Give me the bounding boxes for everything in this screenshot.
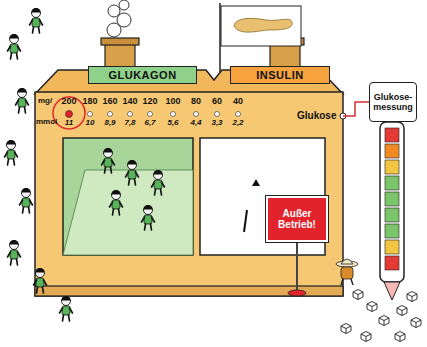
meter-segment: [385, 144, 399, 158]
person-figure: [16, 88, 29, 113]
scale-value: 200: [61, 97, 76, 106]
sugar-cube: [367, 302, 377, 312]
person-figure: [110, 190, 123, 215]
person-figure: [8, 240, 21, 265]
sugar-cube: [341, 324, 351, 334]
scale-value: 6,7: [144, 119, 155, 127]
warning-sign: Außer Betrieb!: [266, 196, 328, 242]
scale-value: 4,4: [190, 119, 201, 127]
worker-hat: [341, 259, 353, 264]
scale-value: 160: [102, 97, 117, 106]
sign-post: [296, 240, 298, 292]
scale-value: 10: [86, 119, 95, 127]
chimney-cap: [101, 38, 139, 45]
person-figure: [8, 34, 21, 59]
scale-value: 80: [191, 97, 201, 106]
scale-dot: [128, 112, 133, 117]
meter-segment: [385, 192, 399, 206]
flag: [221, 6, 301, 46]
window-floor: [63, 170, 193, 255]
scale-value: 7,8: [124, 119, 135, 127]
meter-segment: [385, 208, 399, 222]
scale-value: 2,2: [232, 119, 243, 127]
scale-dot: [215, 112, 220, 117]
window-mark: [244, 210, 247, 232]
scale-dot: [171, 112, 176, 117]
worker-body: [341, 267, 353, 279]
wire-plug: [340, 113, 346, 119]
sign-base: [288, 290, 306, 296]
scale-value: 140: [122, 97, 137, 106]
sugar-cube: [411, 318, 421, 328]
node-text: GLUKAGON: [108, 69, 176, 81]
scale-dot: [236, 112, 241, 117]
person-figure: [5, 140, 18, 165]
scale-dot: [148, 112, 153, 117]
scale-value: 5,6: [167, 119, 178, 127]
sugar-cube: [397, 306, 407, 316]
sugar-cube: [379, 316, 389, 326]
hormone-sign: INSULIN: [230, 66, 330, 84]
sugar-cube: [395, 332, 405, 342]
scale-value: 40: [233, 97, 243, 106]
node-text: Glukose- messung: [371, 92, 415, 113]
meter-segment: [385, 256, 399, 270]
scale-value: 120: [142, 97, 157, 106]
node-text: Glukose: [297, 110, 336, 121]
scale-indicator: [66, 111, 73, 118]
node-text: INSULIN: [256, 69, 304, 81]
person-figure: [20, 188, 33, 213]
meter-segment: [385, 160, 399, 174]
sugar-cube: [361, 332, 371, 342]
smoke-puff: [108, 5, 120, 17]
scale-value: 60: [212, 97, 222, 106]
node-text: Außer Betrieb!: [270, 208, 324, 231]
sugar-cube: [407, 292, 417, 302]
scale-dot: [88, 112, 93, 117]
measurement-box: Glukose- messung: [369, 82, 417, 122]
meter-tube: [380, 122, 404, 282]
window: [63, 138, 193, 255]
person-figure: [152, 170, 165, 195]
sensor-wire: [343, 102, 369, 116]
meter-segment: [385, 224, 399, 238]
scale-value: 8,9: [104, 119, 115, 127]
scale-value: 3,3: [211, 119, 222, 127]
pointer-mark: [252, 179, 260, 186]
scale-dot: [194, 112, 199, 117]
person-figure: [126, 160, 139, 185]
meter-segment: [385, 240, 399, 254]
pancreas-icon: [234, 18, 292, 32]
scale-dot: [108, 112, 113, 117]
smoke-puff: [119, 0, 129, 10]
person-figure: [60, 296, 73, 321]
unit-label: mg/: [38, 97, 52, 105]
factory-building: Glukose GLUKAGON INSULIN: [35, 66, 343, 296]
hormone-sign: GLUKAGON: [88, 66, 197, 84]
highlight-ring: [53, 97, 85, 129]
factory-body: [35, 92, 343, 296]
meter-segment: [385, 128, 399, 142]
person-figure: [34, 268, 47, 293]
person-figure: [142, 205, 155, 230]
scale-value: 11: [65, 119, 73, 127]
scale-value: 100: [165, 97, 180, 106]
meter-tip: [384, 282, 400, 300]
scale-value: 180: [82, 97, 97, 106]
sugar-cube: [353, 290, 363, 300]
person-figure: [102, 148, 115, 173]
unit-label: mmol: [36, 118, 57, 126]
person-figure: [30, 8, 43, 33]
smoke-puff: [117, 13, 131, 27]
meter-segment: [385, 176, 399, 190]
worker-legs: [341, 279, 353, 285]
